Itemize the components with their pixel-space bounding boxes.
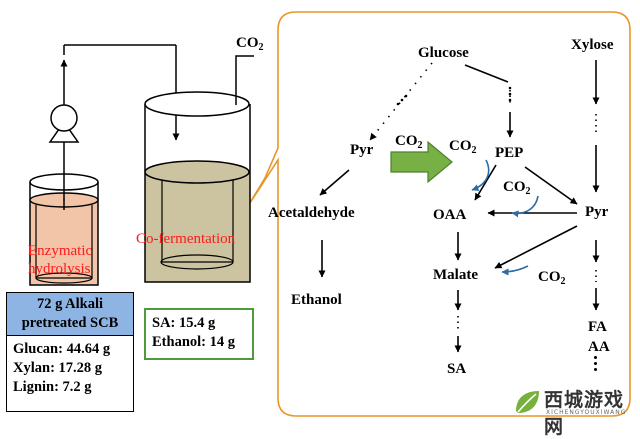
cofermentation-label: Co-fermentation: [136, 231, 236, 247]
sa-yield: SA: 15.4 g: [152, 315, 216, 331]
pyr-left-label: Pyr: [350, 142, 374, 158]
fa-label: FA: [588, 319, 607, 335]
glucan-value: Glucan: 44.64 g: [13, 341, 111, 357]
green-arrow: [390, 140, 453, 184]
oaa-label: OAA: [433, 207, 467, 223]
pep-label: PEP: [495, 145, 524, 161]
pathway-callout-border: [247, 11, 631, 417]
feedstock-box: 72 g Alkali pretreated SCB Glucan: 44.64…: [6, 292, 134, 412]
malate-label: Malate: [433, 267, 478, 283]
acetaldehyde-label: Acetaldehyde: [268, 205, 355, 221]
co2-c-label: CO2: [538, 269, 566, 287]
co2-exhaust-line: [235, 55, 254, 105]
product-yield-box: SA: 15.4 g Ethanol: 14 g: [144, 308, 254, 360]
co2-arrow-label: CO2: [395, 133, 423, 151]
pathway-arrows: [318, 60, 600, 353]
enzymatic-hydrolysis-label: Enzymatic hydrolysis: [28, 243, 93, 277]
aa-label: AA: [588, 339, 610, 355]
xylose-label: Xylose: [571, 37, 614, 53]
process-diagram: [29, 11, 631, 417]
watermark: 西城游戏网 XICHENGYOUXIWANG: [510, 383, 632, 438]
glucose-label: Glucose: [418, 45, 469, 61]
watermark-subtext: XICHENGYOUXIWANG: [546, 409, 627, 416]
sa-label: SA: [447, 361, 467, 377]
ethanol-label: Ethanol: [291, 292, 342, 308]
xylan-value: Xylan: 17.28 g: [13, 360, 103, 376]
alkali-header: 72 g Alkali pretreated SCB: [7, 293, 133, 336]
co2-exhaust-label: CO2: [236, 35, 264, 53]
co2-b-label: CO2: [503, 179, 531, 197]
pathway-dots: [396, 86, 512, 106]
lignin-value: Lignin: 7.2 g: [13, 379, 92, 395]
pyr-right-label: Pyr: [585, 204, 609, 220]
fermentation-beaker: [144, 91, 251, 283]
co2-a-label: CO2: [449, 138, 477, 156]
carboxylation-curves: [471, 159, 539, 276]
leaf-icon: [516, 391, 539, 413]
ethanol-yield: Ethanol: 14 g: [152, 334, 235, 350]
aa-dots: [594, 356, 598, 371]
